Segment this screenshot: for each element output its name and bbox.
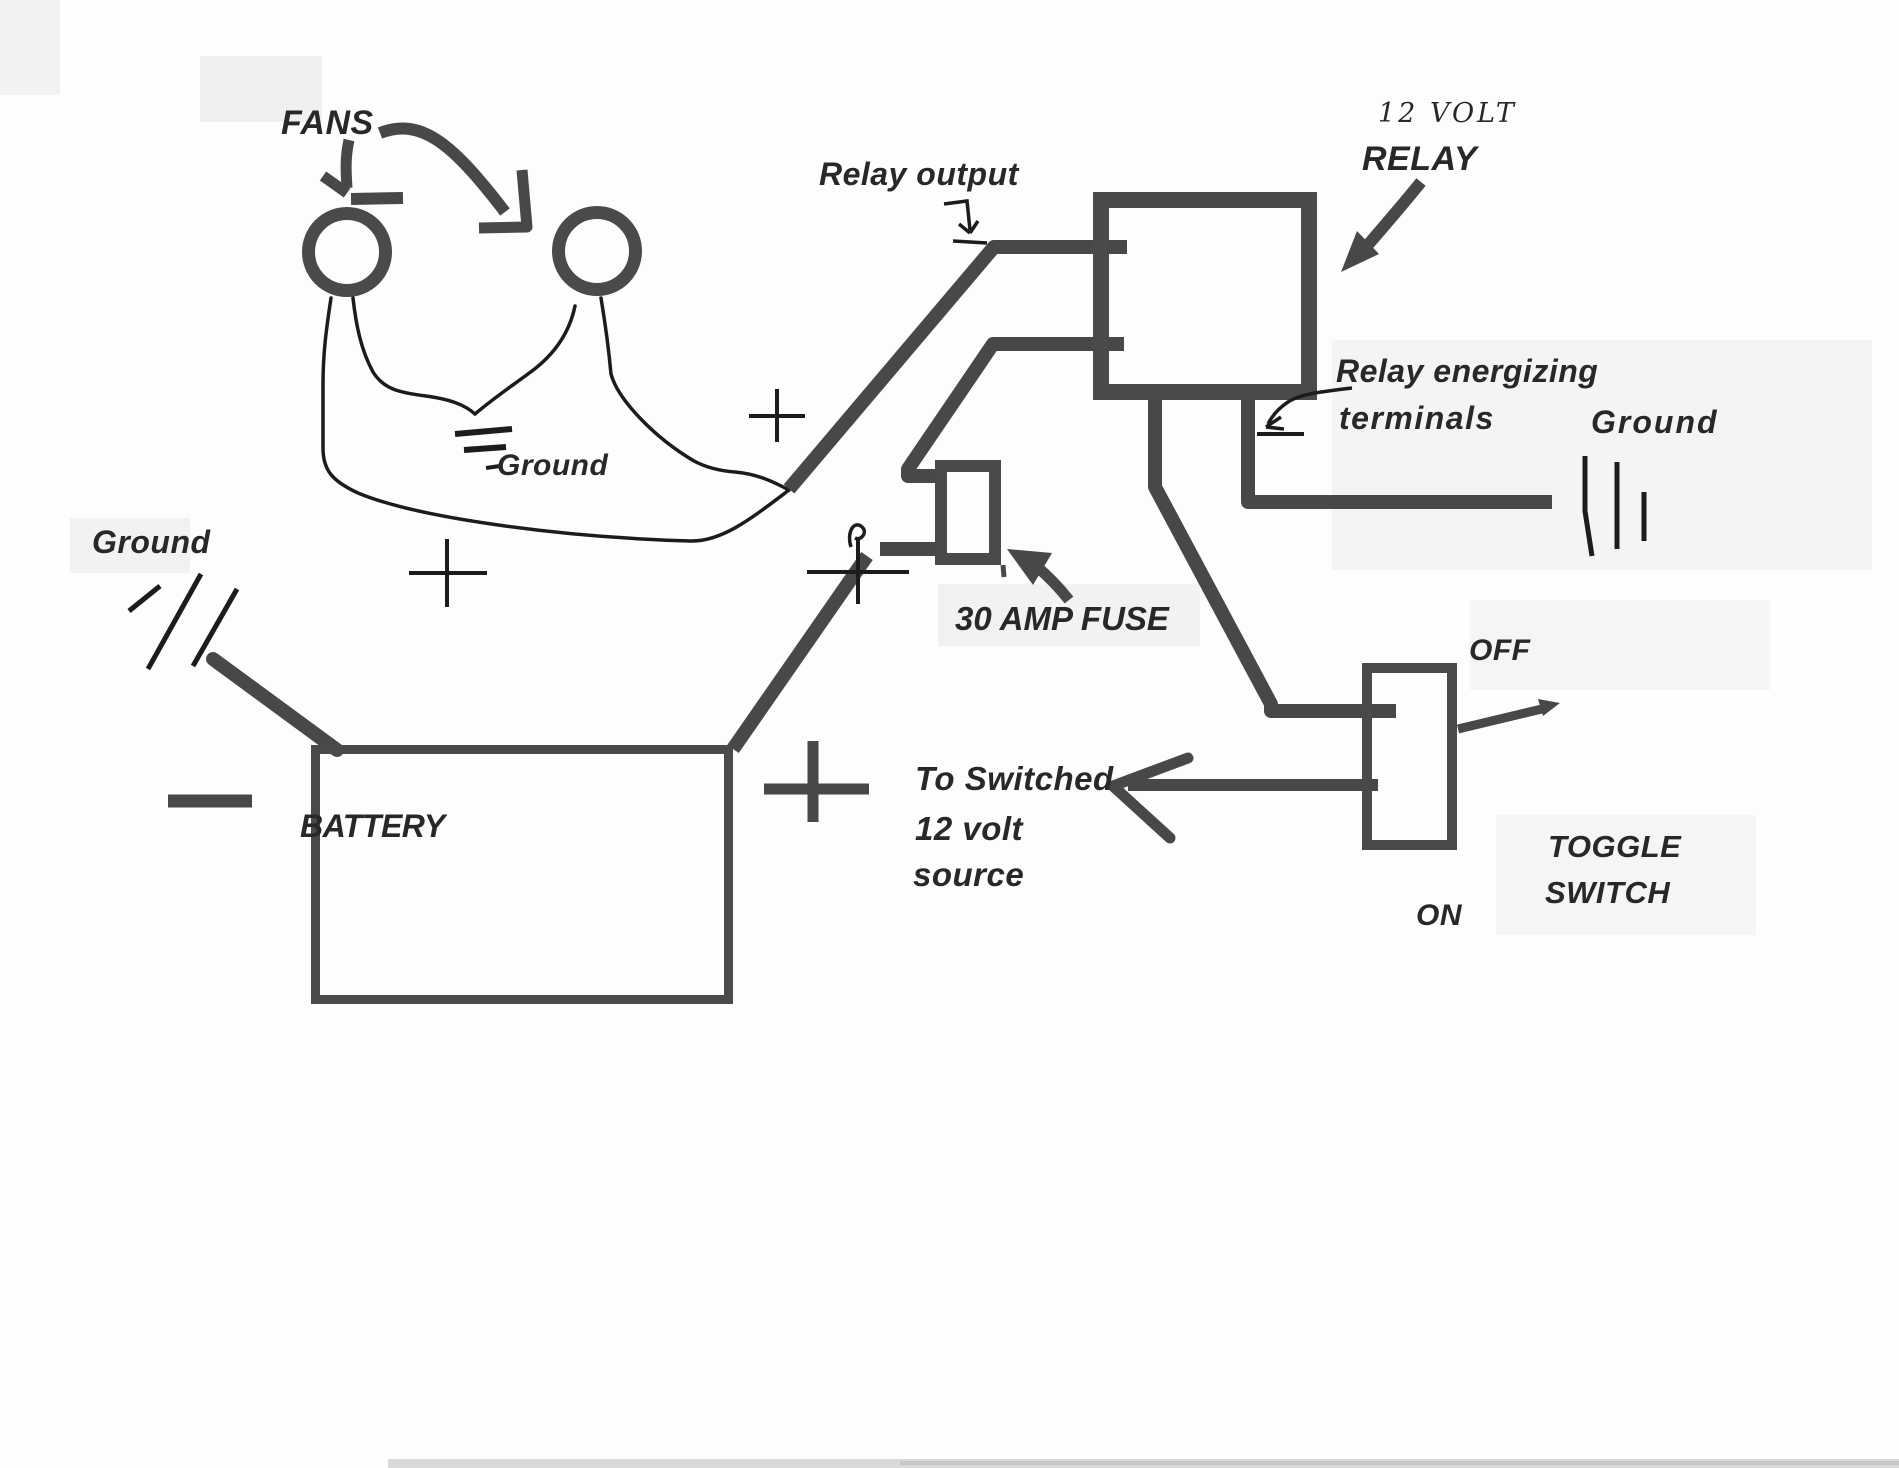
scan-artifact [1470, 600, 1770, 690]
scan-strip [900, 1461, 1899, 1465]
twelve-volt-label: 12 VOLT [1378, 98, 1517, 129]
ground-label-left: Ground [92, 524, 211, 560]
relay-ground-wire [1241, 390, 1552, 509]
relay-label: RELAY [1362, 140, 1478, 178]
junction-cross-relay-output [749, 389, 805, 442]
fans-arrow-left [319, 138, 404, 205]
toggle-lever [1456, 703, 1548, 734]
right-fan-positive-wire [599, 296, 791, 492]
to-switched-label-line1: To Switched [915, 760, 1114, 797]
left-ground-symbol [127, 572, 240, 671]
fuse-corner-stub [1000, 564, 1007, 578]
relay-box [1093, 192, 1317, 400]
fuse-box [935, 460, 1001, 565]
to-switched-label-line2: 12 volt [915, 810, 1024, 847]
right-fan-circle [552, 206, 642, 296]
relay-output-pointer-arrow [943, 199, 988, 245]
scan-artifact [0, 0, 60, 95]
toggle-switch-label-line2: SWITCH [1545, 875, 1671, 910]
ground-label-right: Ground [1591, 404, 1719, 440]
switch-on-label: ON [1416, 899, 1462, 932]
relay-output-label: Relay output [819, 156, 1019, 192]
fan-ground-symbol [454, 426, 513, 470]
right-ground-symbol [1582, 456, 1647, 557]
scan-artifact [1496, 815, 1756, 935]
energizing-terminals-pointer-arrow [1257, 386, 1353, 436]
toggle-lever-tip [1538, 699, 1560, 716]
scan-artifact [200, 56, 322, 122]
relay-arrow [1341, 178, 1426, 272]
switch-off-label: OFF [1469, 634, 1531, 667]
relay-to-switch-wire [1148, 396, 1396, 718]
toggle-switch-box [1362, 663, 1457, 850]
battery-plus-mark [764, 741, 869, 822]
battery-positive-wire [727, 552, 873, 753]
relay-energizing-label-line2: terminals [1339, 400, 1495, 436]
to-switched-label-line3: source [913, 856, 1025, 893]
ground-label-fans: Ground [497, 449, 609, 482]
left-fan-circle [302, 207, 392, 297]
junction-cross-fans [409, 539, 487, 607]
left-fan-ground-wire [351, 296, 477, 416]
scan-artifact [70, 518, 190, 573]
battery-box [311, 745, 733, 1004]
battery-label: BATTERY [300, 808, 445, 844]
left-fan-positive-wire [321, 296, 791, 543]
right-fan-ground-wire [473, 304, 577, 416]
toggle-switch-label-line1: TOGGLE [1548, 829, 1682, 864]
fuse-arrow [1007, 549, 1074, 604]
battery-ground-wire [206, 652, 344, 757]
fans-label: FANS [281, 104, 374, 142]
relay-output-wire [783, 240, 1127, 494]
fuse-label: 30 AMP FUSE [955, 600, 1169, 637]
relay-to-fuse-wire [901, 337, 1124, 483]
relay-energizing-label-line1: Relay energizing [1336, 353, 1599, 389]
junction-cross-fuse [807, 523, 909, 604]
to-switched-arrow [1107, 752, 1378, 844]
scan-artifact [1332, 340, 1872, 570]
fans-arrow-right [377, 122, 533, 234]
